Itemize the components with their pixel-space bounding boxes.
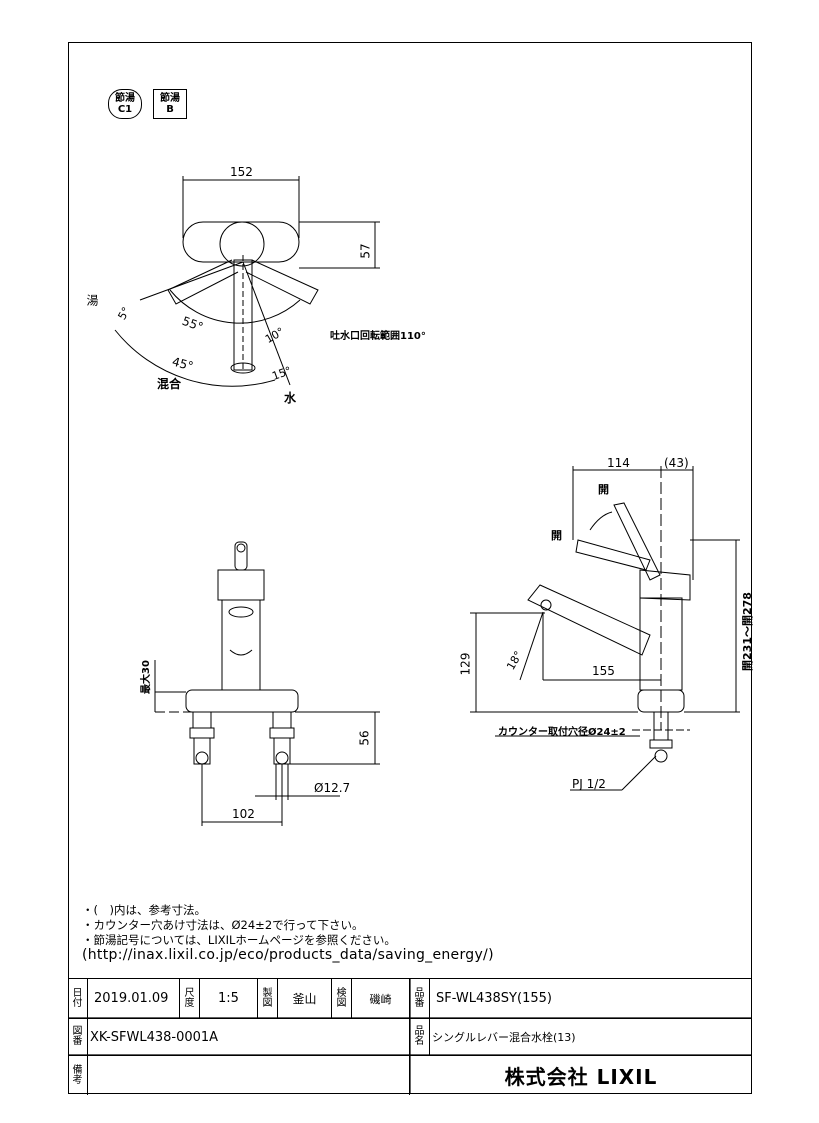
hot-label: 湯	[85, 294, 99, 306]
scale-value: 1:5	[200, 979, 258, 1019]
label-text: 品名	[414, 1026, 425, 1047]
dim-152: 152	[230, 165, 253, 179]
label-text: 尺度	[184, 987, 195, 1009]
label-text: 検図	[336, 987, 347, 1009]
checked-by-value: 磯崎	[352, 979, 410, 1019]
note-line: ・節湯記号については、LIXILホームページを参照ください。	[82, 933, 396, 947]
label-text: 図番	[72, 1026, 83, 1047]
checked-label: 検図	[332, 979, 352, 1019]
water-saving-c1-icon: 節湯 C1	[108, 89, 142, 119]
side-view	[470, 466, 740, 791]
dim-155: 155	[592, 664, 615, 678]
pj-label: PJ 1/2	[572, 777, 606, 791]
badge-text: 節湯	[160, 93, 180, 104]
max-30-label: 最大30	[140, 660, 152, 694]
note-line: ・カウンター穴あけ寸法は、Ø24±2で行って下さい。	[82, 918, 364, 932]
drawing-no-value: XK-SFWL438-0001A	[88, 1019, 410, 1056]
dim-56: 56	[357, 730, 372, 746]
dim-43: (43)	[664, 456, 689, 470]
label-text: 日付	[72, 987, 83, 1009]
date-label: 日付	[68, 979, 88, 1019]
badge-text: B	[166, 104, 174, 115]
remarks-value	[88, 1056, 410, 1095]
pipe-dia-label: Ø12.7	[314, 781, 351, 795]
open-label-top: 開	[598, 483, 609, 496]
badge-text: 節湯	[115, 93, 135, 104]
drawn-label: 製図	[258, 979, 278, 1019]
front-view	[154, 541, 380, 826]
label-text: 品番	[414, 987, 425, 1009]
open-label-left: 開	[551, 529, 562, 542]
scale-label: 尺度	[180, 979, 200, 1019]
counter-hole-label: カウンター取付穴径Ø24±2	[498, 727, 626, 738]
badge-text: C1	[117, 104, 133, 115]
water-saving-b-icon: 節湯 B	[153, 89, 187, 119]
label-text: 備考	[72, 1064, 83, 1086]
note-url: (http://inax.lixil.co.jp/eco/products_da…	[82, 947, 494, 963]
date-value: 2019.01.09	[88, 979, 180, 1019]
dim-114: 114	[607, 456, 630, 470]
product-name-label: 品名	[410, 1019, 430, 1056]
part-no-value: SF-WL438SY(155)	[430, 979, 752, 1019]
dim-102: 102	[232, 807, 255, 821]
part-no-label: 品番	[410, 979, 430, 1019]
cold-label: 水	[284, 391, 297, 405]
label-text: 製図	[262, 987, 273, 1009]
remarks-label: 備考	[68, 1056, 88, 1095]
note-line: ・( )内は、参考寸法。	[82, 903, 206, 917]
company-name: 株式会社 LIXIL	[504, 1065, 658, 1089]
product-name-value: シングルレバー混合水栓(13)	[430, 1019, 752, 1056]
top-view	[114, 176, 380, 387]
dim-57: 57	[358, 243, 373, 259]
mix-label: 混合	[157, 377, 182, 391]
height-range-label: 開231～開278	[740, 592, 754, 671]
drawing-no-label: 図番	[68, 1019, 88, 1056]
notes: ・( )内は、参考寸法。 ・カウンター穴あけ寸法は、Ø24±2で行って下さい。 …	[82, 903, 494, 963]
spout-rotation-label: 吐水口回転範囲110°	[330, 331, 426, 342]
drawn-by-value: 釜山	[278, 979, 332, 1019]
title-block: 日付 2019.01.09 尺度 1:5 製図 釜山 検図 磯崎 品番 SF-W…	[68, 978, 752, 1095]
dim-129: 129	[458, 652, 473, 676]
